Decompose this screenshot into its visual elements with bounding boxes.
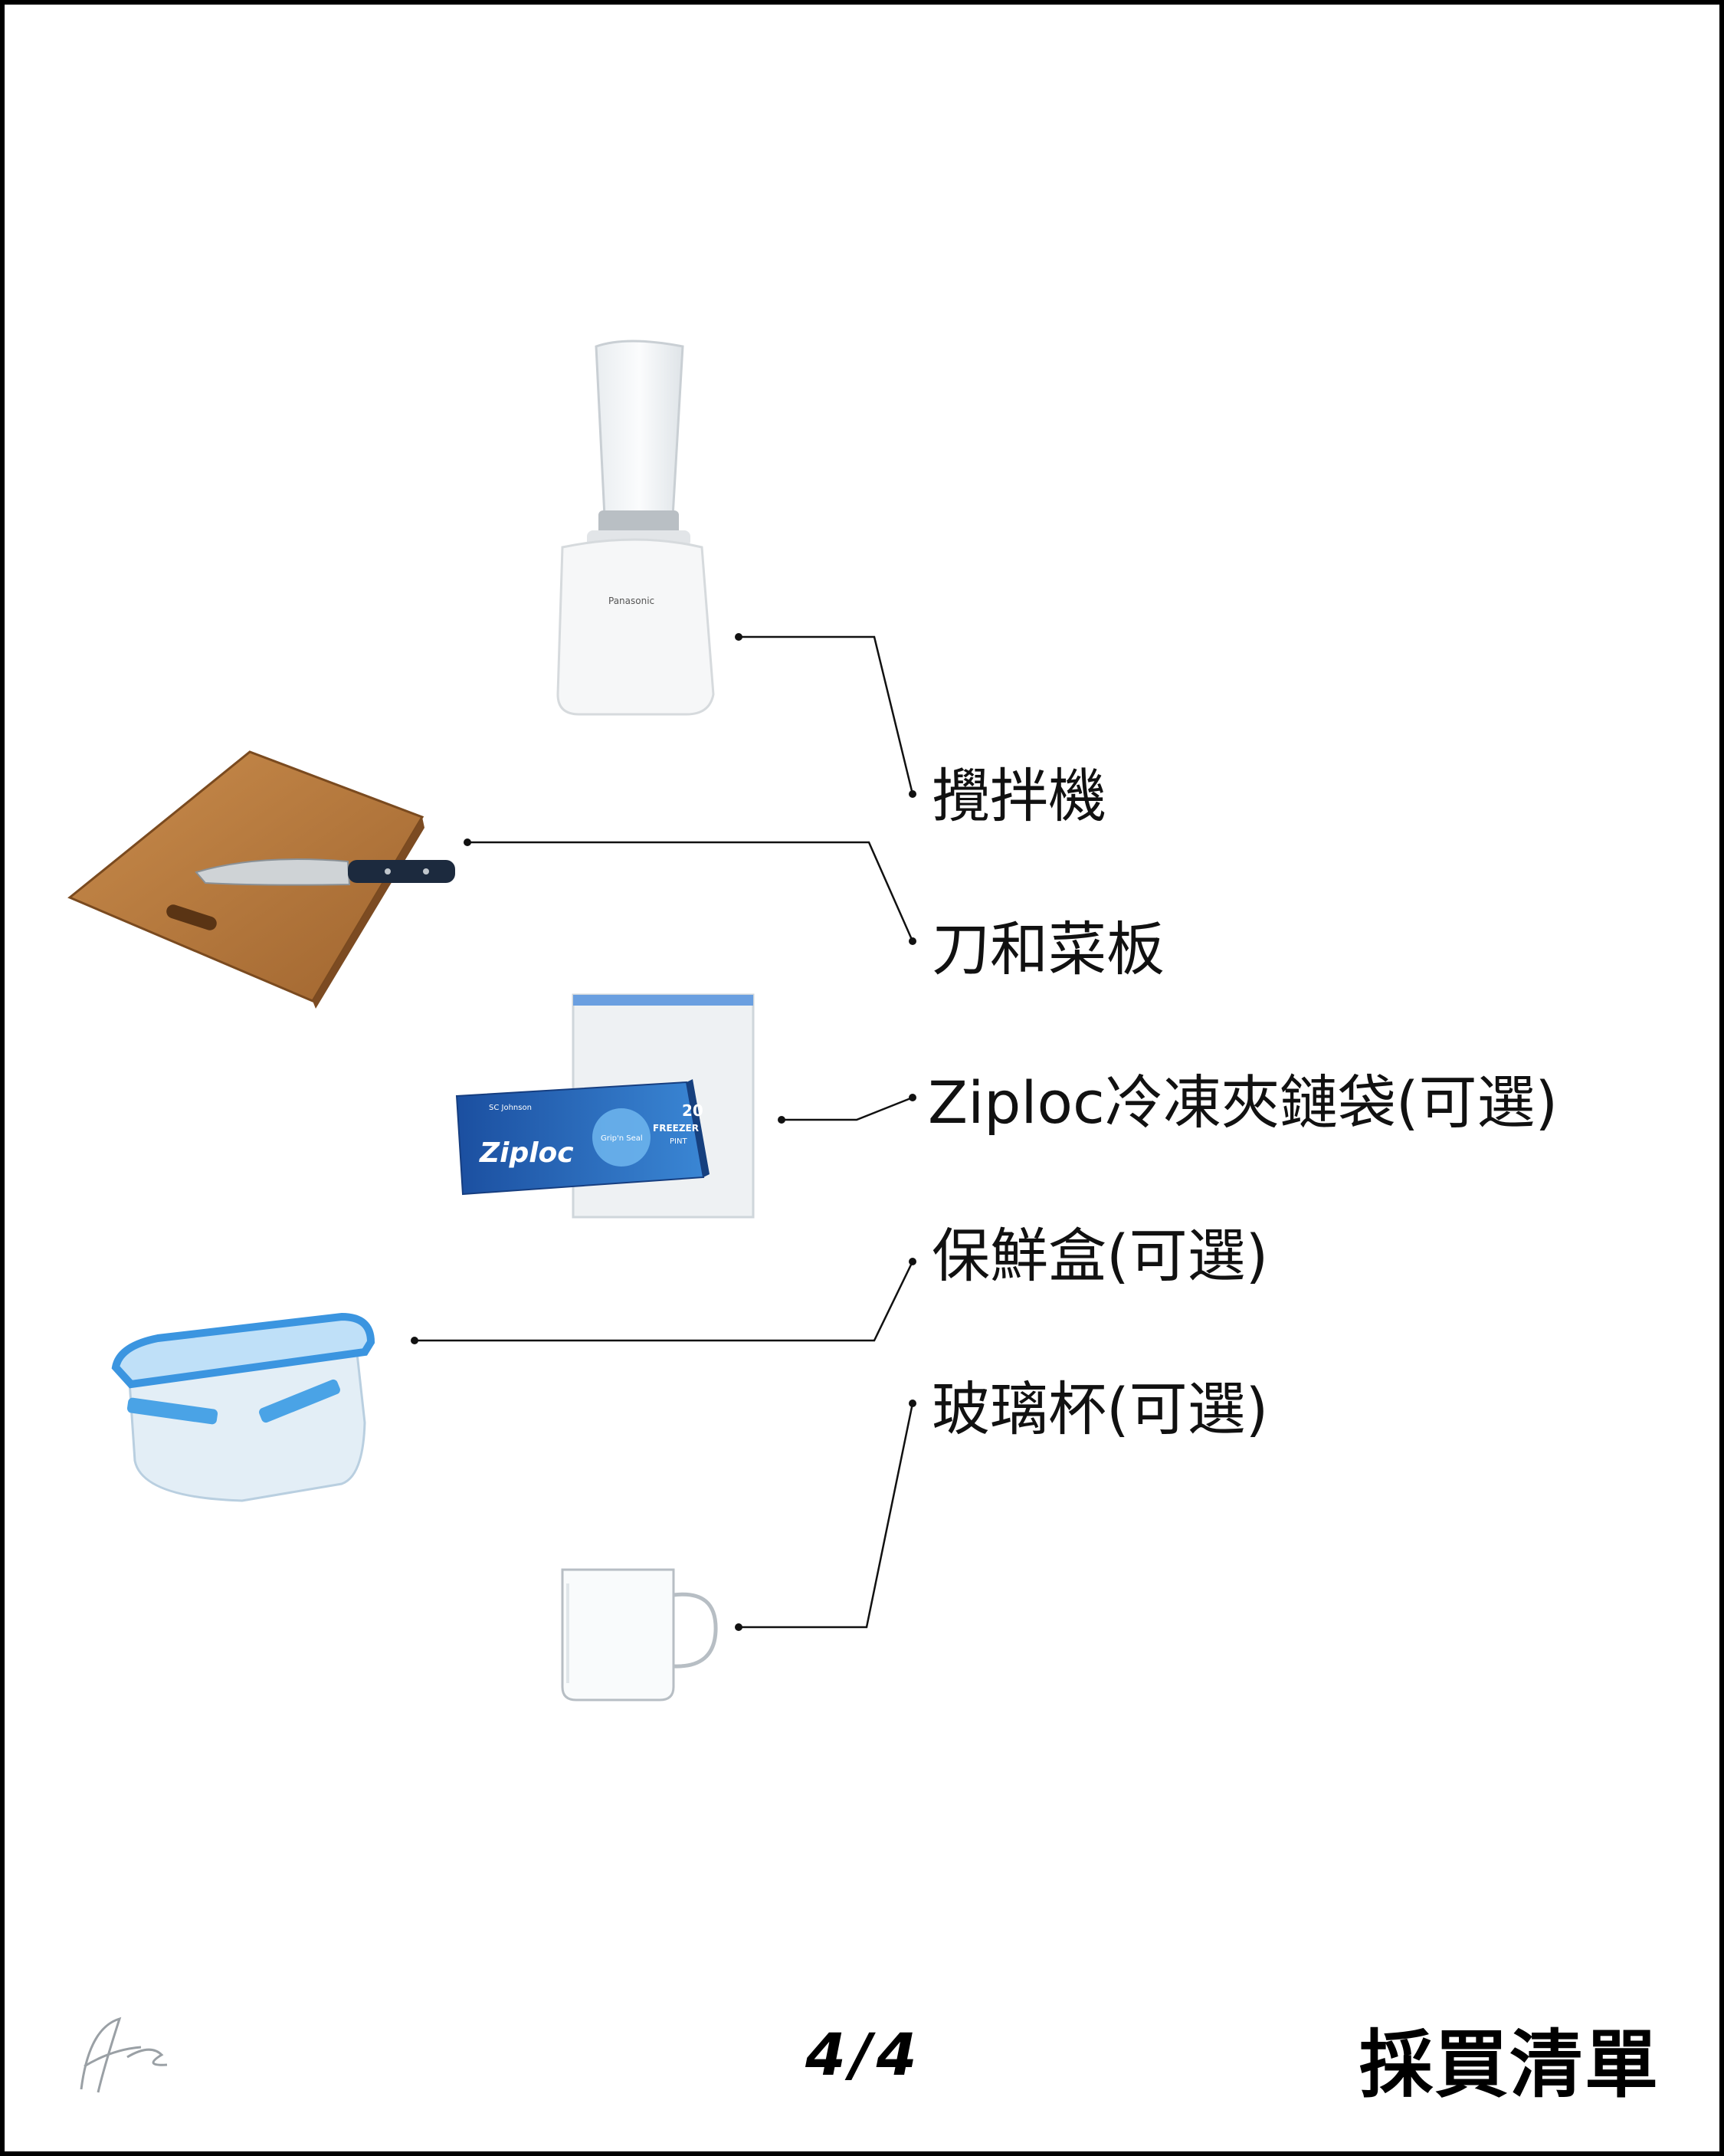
food-container-image <box>111 1312 375 1502</box>
leader-line-5 <box>739 1403 914 1629</box>
glass-mug-image <box>561 1568 718 1702</box>
ziploc-box-seal: Grip'n Seal <box>601 1134 643 1143</box>
signature-mark <box>80 2017 168 2093</box>
ziploc-box-maker: SC Johnson <box>489 1104 532 1112</box>
page-number: 4/4 <box>805 2020 922 2089</box>
ziploc-box-size: PINT <box>670 1137 687 1146</box>
ziploc-bag-image: Ziploc SC Johnson Grip'n Seal 20 FREEZER… <box>455 993 755 1219</box>
item-label-container: 保鮮盒(可選) <box>932 1222 1269 1290</box>
item-label-ziploc: Ziploc冷凍夾鏈袋(可選) <box>928 1068 1558 1137</box>
item-label-knife-board: 刀和菜板 <box>932 915 1165 983</box>
illustration-canvas: Panasonic Ziploc SC Johnson Grip'n Seal … <box>67 340 916 2093</box>
blender-brand: Panasonic <box>608 596 654 606</box>
leader-dots <box>411 633 916 1631</box>
leader-lines <box>415 635 914 1629</box>
ziploc-box-count: 20 <box>682 1101 703 1120</box>
leader-line-4 <box>415 1261 914 1342</box>
page-title: 採買清單 <box>1359 2022 1660 2108</box>
ziploc-box-brand: Ziploc <box>479 1137 574 1169</box>
item-label-blender: 攪拌機 <box>932 762 1106 830</box>
blender-image: Panasonic <box>556 340 715 716</box>
leader-line-3 <box>782 1096 913 1121</box>
cutting-board-knife-image <box>67 750 455 1009</box>
ziploc-box-type: FREEZER <box>653 1123 699 1134</box>
leader-line-1 <box>739 635 914 795</box>
leader-line-2 <box>467 841 914 942</box>
item-label-glass: 玻璃杯(可選) <box>932 1375 1269 1443</box>
